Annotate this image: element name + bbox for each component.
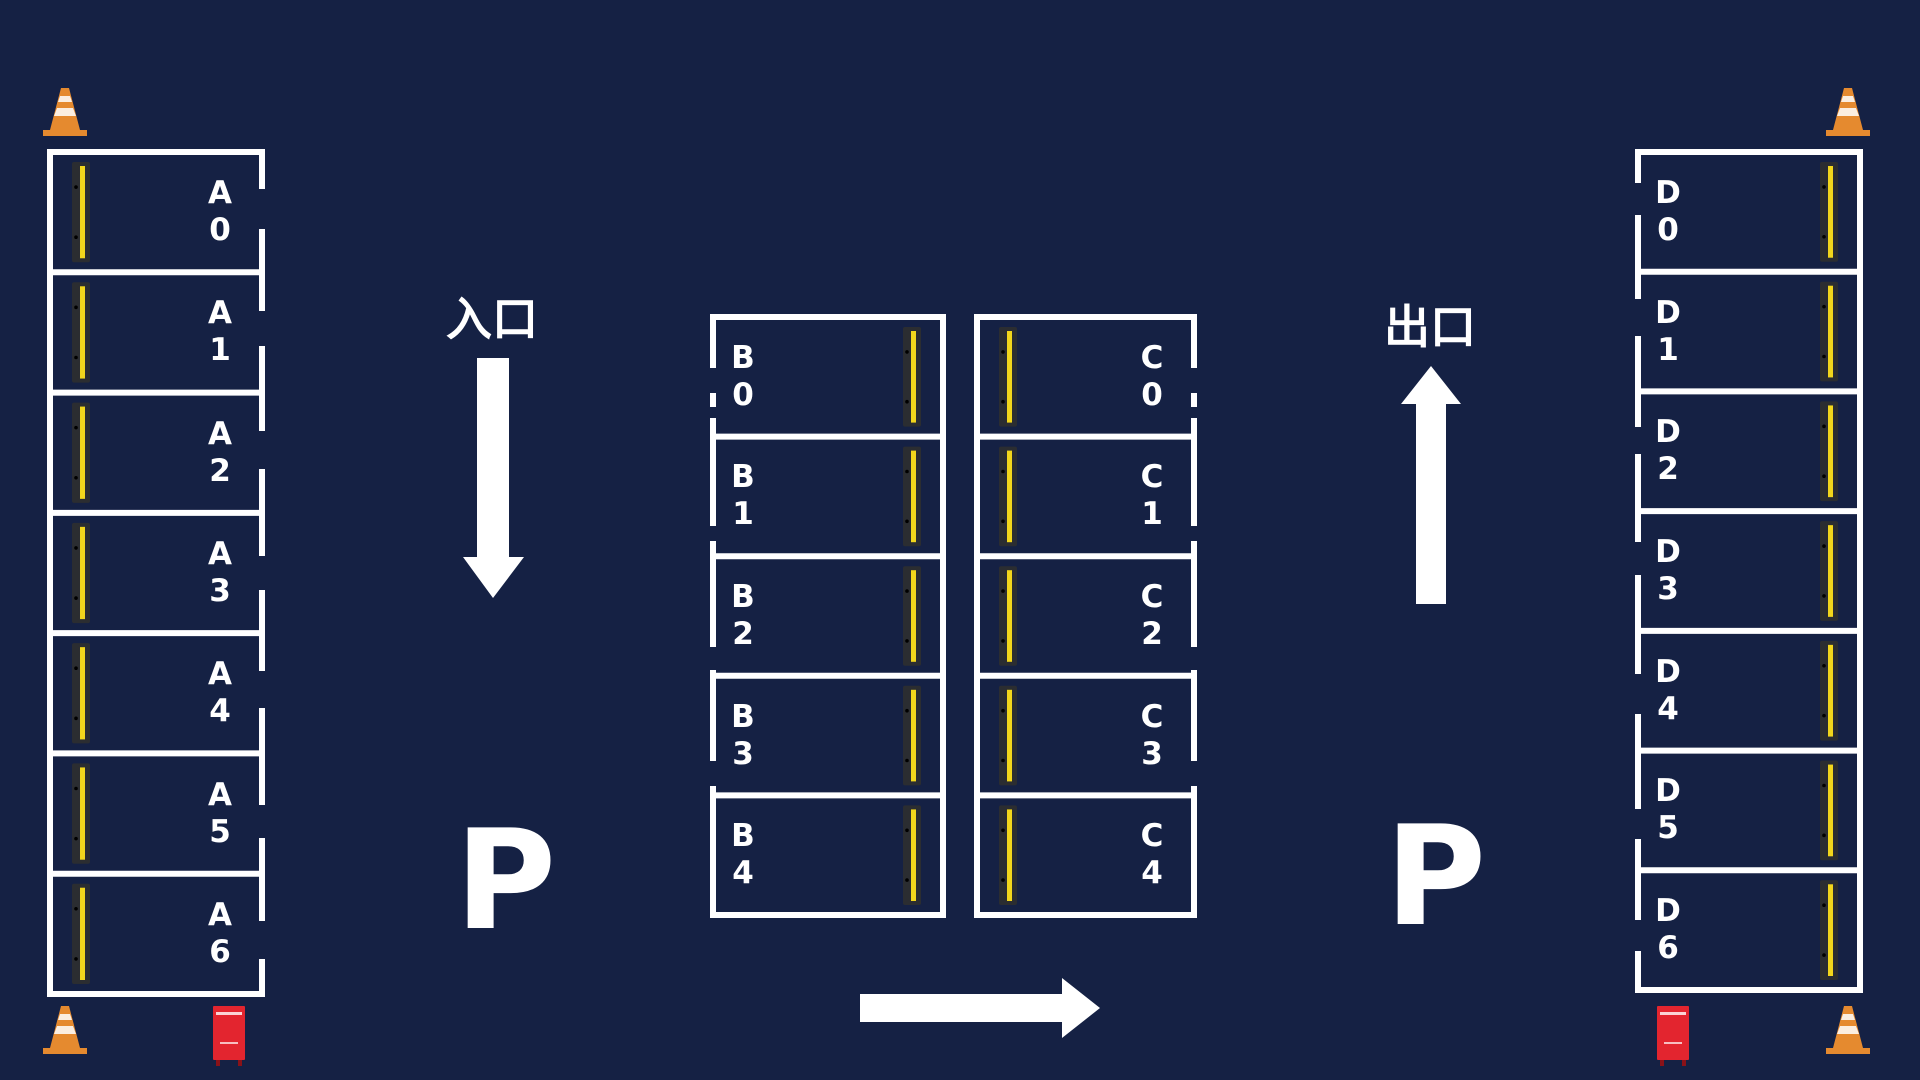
space-label-b1: B 1: [731, 459, 755, 533]
wheel-stopper: [1820, 521, 1838, 621]
space-label-b0: B 0: [731, 339, 755, 413]
space-label-b3: B 3: [731, 698, 755, 772]
wheel-stopper: [903, 566, 921, 666]
space-label-a5: A 5: [208, 776, 232, 850]
space-label-d5: D 5: [1655, 773, 1681, 847]
traffic-cone-icon: [43, 88, 87, 136]
space-label-c3: C 3: [1140, 698, 1164, 772]
wheel-stopper: [1820, 760, 1838, 861]
space-label-c0: C 0: [1140, 339, 1164, 413]
parking-symbol-left: P: [455, 800, 557, 961]
zone-c: [974, 314, 1197, 918]
wheel-stopper: [1820, 640, 1838, 741]
wheel-stopper: [72, 883, 90, 984]
entrance-arrow: [463, 358, 524, 598]
parking-symbol-right: P: [1385, 796, 1487, 957]
wheel-stopper: [1820, 401, 1838, 502]
space-label-d3: D 3: [1655, 534, 1681, 607]
space-label-d6: D 6: [1655, 893, 1681, 967]
fire-extinguisher-cabinet-icon: [213, 1006, 245, 1066]
traffic-cone-icon: [1826, 88, 1870, 136]
wheel-stopper: [999, 566, 1017, 666]
wheel-stopper: [1820, 281, 1838, 382]
space-label-d2: D 2: [1655, 414, 1681, 488]
wheel-stopper: [1820, 880, 1838, 980]
traffic-cone-icon: [43, 1006, 87, 1054]
fire-extinguisher-cabinet-icon: [1657, 1006, 1689, 1066]
wheel-stopper: [72, 643, 90, 744]
wheel-stopper: [903, 446, 921, 547]
space-label-d1: D 1: [1655, 294, 1681, 368]
zone-a: [47, 149, 265, 997]
space-label-a6: A 6: [208, 896, 232, 970]
space-label-b2: B 2: [731, 579, 755, 652]
space-label-a1: A 1: [208, 295, 232, 369]
space-label-c2: C 2: [1140, 579, 1164, 652]
space-label-c1: C 1: [1140, 459, 1164, 533]
wheel-stopper: [72, 282, 90, 383]
wheel-stopper: [72, 763, 90, 864]
wheel-stopper: [72, 162, 90, 263]
wheel-stopper: [903, 805, 921, 905]
zone-b: [710, 314, 946, 918]
wheel-stopper: [999, 685, 1017, 786]
space-label-b4: B 4: [731, 818, 755, 892]
space-label-d0: D 0: [1655, 174, 1681, 248]
wheel-stopper: [72, 402, 90, 503]
space-label-a2: A 2: [208, 415, 232, 489]
traffic-cone-icon: [1826, 1006, 1870, 1054]
space-label-a4: A 4: [208, 656, 232, 730]
exit-arrow: [1401, 366, 1461, 604]
wheel-stopper: [903, 327, 921, 427]
space-label-c4: C 4: [1140, 818, 1164, 892]
space-label-d4: D 4: [1655, 653, 1681, 727]
wheel-stopper: [999, 327, 1017, 427]
wheel-stopper: [999, 805, 1017, 905]
wheel-stopper: [903, 685, 921, 786]
wheel-stopper: [999, 446, 1017, 547]
space-label-a0: A 0: [208, 175, 232, 249]
flow-arrow: [860, 978, 1100, 1038]
space-label-a3: A 3: [208, 536, 232, 609]
wheel-stopper: [72, 522, 90, 624]
wheel-stopper: [1820, 162, 1838, 262]
entrance-sign: 入口: [446, 292, 538, 346]
exit-sign: 出口: [1384, 300, 1476, 354]
zone-d: [1635, 149, 1863, 993]
